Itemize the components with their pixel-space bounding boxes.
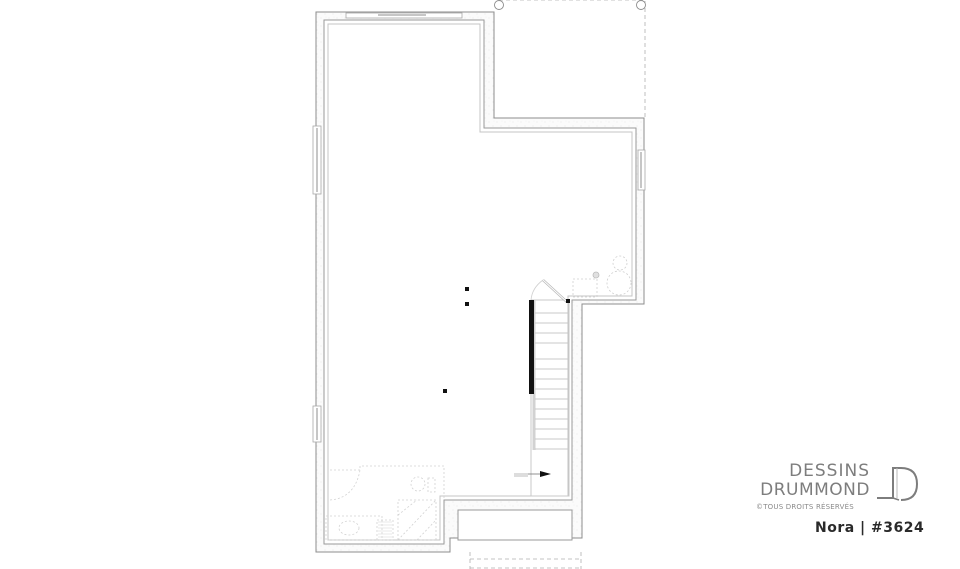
stair-direction-arrow — [514, 471, 551, 477]
mechanical-fixtures — [572, 255, 632, 298]
window-right — [637, 149, 646, 191]
post — [465, 287, 469, 291]
bathroom-fixtures — [325, 465, 445, 541]
floor-drain-icon — [592, 271, 600, 279]
copyright-notice: ©TOUS DROITS RÉSERVÉS — [756, 503, 854, 511]
door-d-logo-icon — [877, 467, 919, 501]
window-left-lower — [312, 405, 322, 443]
cold-room — [457, 509, 573, 541]
plan-name-label: Nora | #3624 — [815, 520, 925, 536]
structural-posts — [443, 287, 469, 393]
window-left-upper — [312, 125, 322, 195]
company-logo: DESSINS DRUMMOND ©TOUS DROITS RÉSERVÉS — [752, 462, 932, 542]
post — [465, 302, 469, 306]
deck-outline — [494, 0, 646, 118]
exterior-step-outline — [469, 552, 582, 569]
stair-railing — [529, 300, 534, 394]
post — [443, 389, 447, 393]
foundation-walls — [315, 11, 645, 553]
logo-line-2: DRUMMOND — [760, 480, 870, 500]
door-swing — [530, 279, 570, 303]
logo-line-1: DESSINS — [789, 461, 870, 481]
window-top — [345, 12, 463, 19]
towel-rack — [378, 521, 392, 538]
staircase — [514, 299, 570, 497]
